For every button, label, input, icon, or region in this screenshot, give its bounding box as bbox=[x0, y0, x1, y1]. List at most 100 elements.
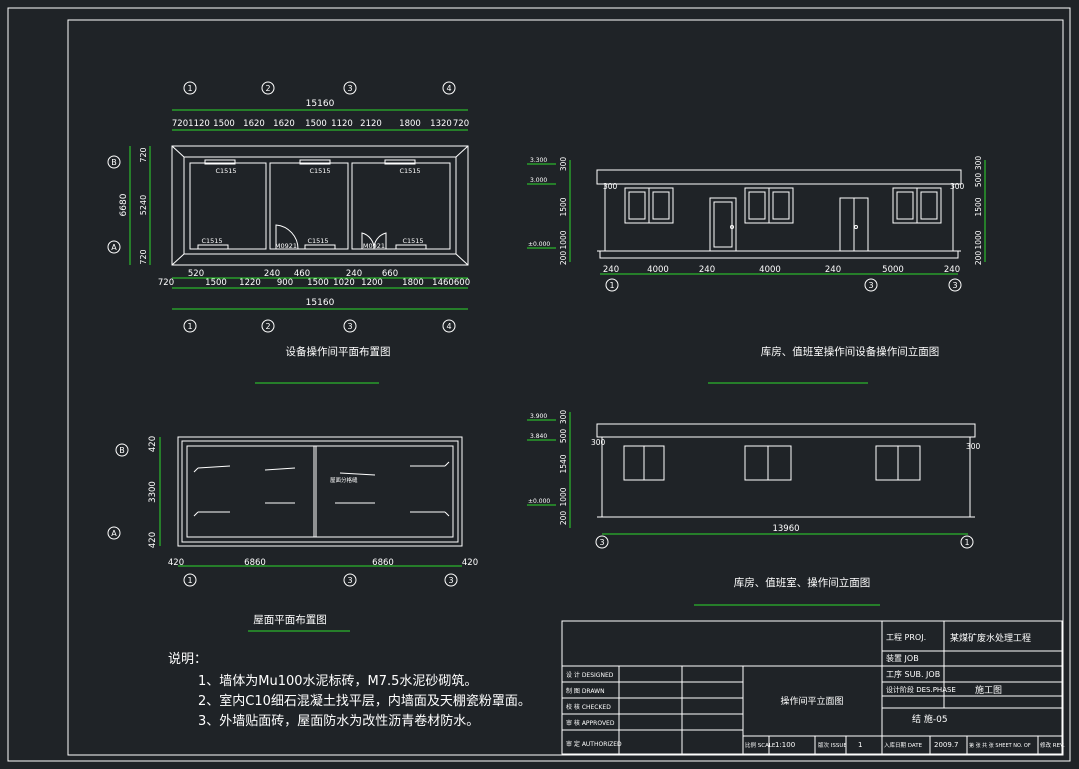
plan-title: 设备操作间平面布置图 bbox=[286, 345, 391, 358]
tb-stage-label: 设计阶段 DES.PHASE bbox=[886, 685, 956, 694]
tb-date-label: 入库日期 DATE bbox=[884, 741, 923, 749]
window-label: C1515 bbox=[215, 167, 236, 175]
elev2-window bbox=[744, 445, 792, 481]
level-mark: 3.900 bbox=[530, 413, 547, 420]
tb-drawing-no: 结 施-05 bbox=[912, 713, 948, 725]
roof-axis-bottom: 1 bbox=[183, 573, 197, 587]
plan-dim-top: 1500 bbox=[213, 119, 235, 129]
elev2-left-dim: 1000 bbox=[559, 487, 568, 506]
tb-sub-label: 工序 SUB. JOB bbox=[886, 669, 940, 679]
elev2-left-dim: 200 bbox=[559, 511, 568, 526]
elev1-bottom-dim: 240 bbox=[699, 265, 715, 275]
tb-proj-label: 工程 PROJ. bbox=[886, 633, 926, 642]
plan-dim-bottom-b: 600 bbox=[454, 278, 470, 288]
window-label: C1515 bbox=[309, 167, 330, 175]
plan-dim-bottom-a: 240 bbox=[264, 269, 280, 279]
plan-dim-bottom-b: 1020 bbox=[333, 278, 355, 288]
plan-dim-top: 1800 bbox=[399, 119, 421, 129]
plan-dim-bottom-a: 240 bbox=[346, 269, 362, 279]
elev2-left-dim: 500 bbox=[559, 429, 568, 444]
plan-axis-top-4: 4 bbox=[442, 81, 456, 95]
outer-frame bbox=[7, 7, 1071, 762]
tb-issue-value: 1 bbox=[858, 741, 862, 749]
plan-dim-top: 1120 bbox=[331, 119, 353, 129]
plan-axis-bottom-4: 4 bbox=[442, 319, 456, 333]
elev1-bottom-dim: 4000 bbox=[647, 265, 669, 275]
plan-axis-bottom-1: 1 bbox=[183, 319, 197, 333]
elev1-window bbox=[744, 187, 794, 224]
plan-dim-bottom-a: 460 bbox=[294, 269, 310, 279]
plan-axis-bottom-2: 2 bbox=[261, 319, 275, 333]
axis-label: 3 bbox=[599, 538, 604, 547]
elev2-offset-left: 300 bbox=[591, 438, 606, 447]
elev2-axis: 1 bbox=[960, 535, 974, 549]
tb-role: 制 图 DRAWN bbox=[566, 687, 605, 695]
axis-label: 1 bbox=[609, 281, 614, 290]
elev2-window bbox=[623, 445, 665, 481]
level-mark: 3.300 bbox=[530, 157, 547, 164]
elev2-left-dim: 1540 bbox=[559, 454, 568, 473]
level-mark: 3.840 bbox=[530, 433, 547, 440]
window-label: C1515 bbox=[402, 237, 423, 245]
axis-label: 4 bbox=[446, 322, 451, 331]
window-label: C1515 bbox=[307, 237, 328, 245]
elev2-window bbox=[875, 445, 921, 481]
plan-dim-bottom-a: 660 bbox=[382, 269, 398, 279]
design-notes: 说明： 1、墙体为Mu100水泥标砖，M7.5水泥砂砌筑。 2、室内C10细石混… bbox=[168, 650, 531, 732]
elev1-left-dim: 200 bbox=[559, 251, 568, 266]
elev1-axis: 3 bbox=[864, 278, 878, 292]
window-label: C1515 bbox=[201, 237, 222, 245]
floor-plan: 1 2 3 4 15160 720 1120 1500 1620 1620 15… bbox=[107, 81, 470, 384]
elev1-window bbox=[624, 187, 674, 224]
plan-dim-left: 720 bbox=[139, 147, 148, 162]
axis-label: 1 bbox=[964, 538, 969, 547]
tb-issue-label: 版次 ISSUE bbox=[818, 741, 847, 749]
roof-left-dim: 420 bbox=[148, 436, 158, 452]
tb-date-value: 2009.7 bbox=[934, 741, 959, 749]
roof-note: 屋面分格缝 bbox=[330, 476, 358, 484]
elev2-axis: 3 bbox=[595, 535, 609, 549]
elev1-left-dim: 1500 bbox=[559, 197, 568, 216]
axis-label: 2 bbox=[265, 84, 270, 93]
tb-scale-label: 比例 SCALE bbox=[745, 741, 776, 749]
axis-label: A bbox=[111, 243, 117, 252]
roof-title: 屋面平面布置图 bbox=[253, 614, 327, 626]
roof-bottom-dim: 420 bbox=[168, 558, 184, 568]
elev1-bottom-dim: 240 bbox=[825, 265, 841, 275]
elev1-right-dim: 1500 bbox=[974, 197, 983, 216]
roof-axis-left-A: A bbox=[107, 526, 121, 540]
axis-label: A bbox=[111, 529, 117, 538]
roof-bottom-dim: 420 bbox=[462, 558, 478, 568]
plan-dim-top: 1500 bbox=[305, 119, 327, 129]
axis-label: 3 bbox=[347, 576, 352, 585]
axis-label: 3 bbox=[868, 281, 873, 290]
plan-dim-left-total: 6680 bbox=[119, 193, 129, 216]
axis-label: 3 bbox=[347, 322, 352, 331]
elev1-door bbox=[839, 197, 869, 252]
roof-plan: 屋面分格缝 420 3300 420 B A 420 6860 6860 420… bbox=[107, 436, 478, 632]
elev1-right-dim: 500 bbox=[974, 173, 983, 188]
elev2-offset-right: 300 bbox=[966, 442, 981, 451]
roof-axis-bottom: 3 bbox=[444, 573, 458, 587]
axis-label: 1 bbox=[187, 322, 192, 331]
elevation-1: 3.300 3.000 ±0.000 300 1500 1000 200 300… bbox=[527, 156, 986, 384]
elev2-title: 库房、值班室、操作间立面图 bbox=[734, 576, 871, 589]
elev1-title: 库房、值班室操作间设备操作间立面图 bbox=[761, 345, 940, 358]
plan-axis-bottom-3: 3 bbox=[343, 319, 357, 333]
plan-axis-left-B: B bbox=[107, 155, 121, 169]
plan-dim-top: 1120 bbox=[188, 119, 210, 129]
roof-bottom-dim: 6860 bbox=[244, 558, 266, 568]
tb-role: 审 核 APPROVED bbox=[566, 719, 615, 727]
plan-axis-top-1: 1 bbox=[183, 81, 197, 95]
elev1-right-dim: 300 bbox=[974, 156, 983, 171]
plan-dim-top: 720 bbox=[172, 119, 188, 129]
plan-axis-left-A: A bbox=[107, 240, 121, 254]
axis-label: B bbox=[119, 446, 125, 455]
elev1-right-dim: 1000 bbox=[974, 230, 983, 249]
plan-dim-bottom-b: 1800 bbox=[402, 278, 424, 288]
window-label: C1515 bbox=[399, 167, 420, 175]
level-mark: ±0.000 bbox=[528, 241, 550, 248]
roof-axis-bottom: 3 bbox=[343, 573, 357, 587]
axis-label: 3 bbox=[448, 576, 453, 585]
